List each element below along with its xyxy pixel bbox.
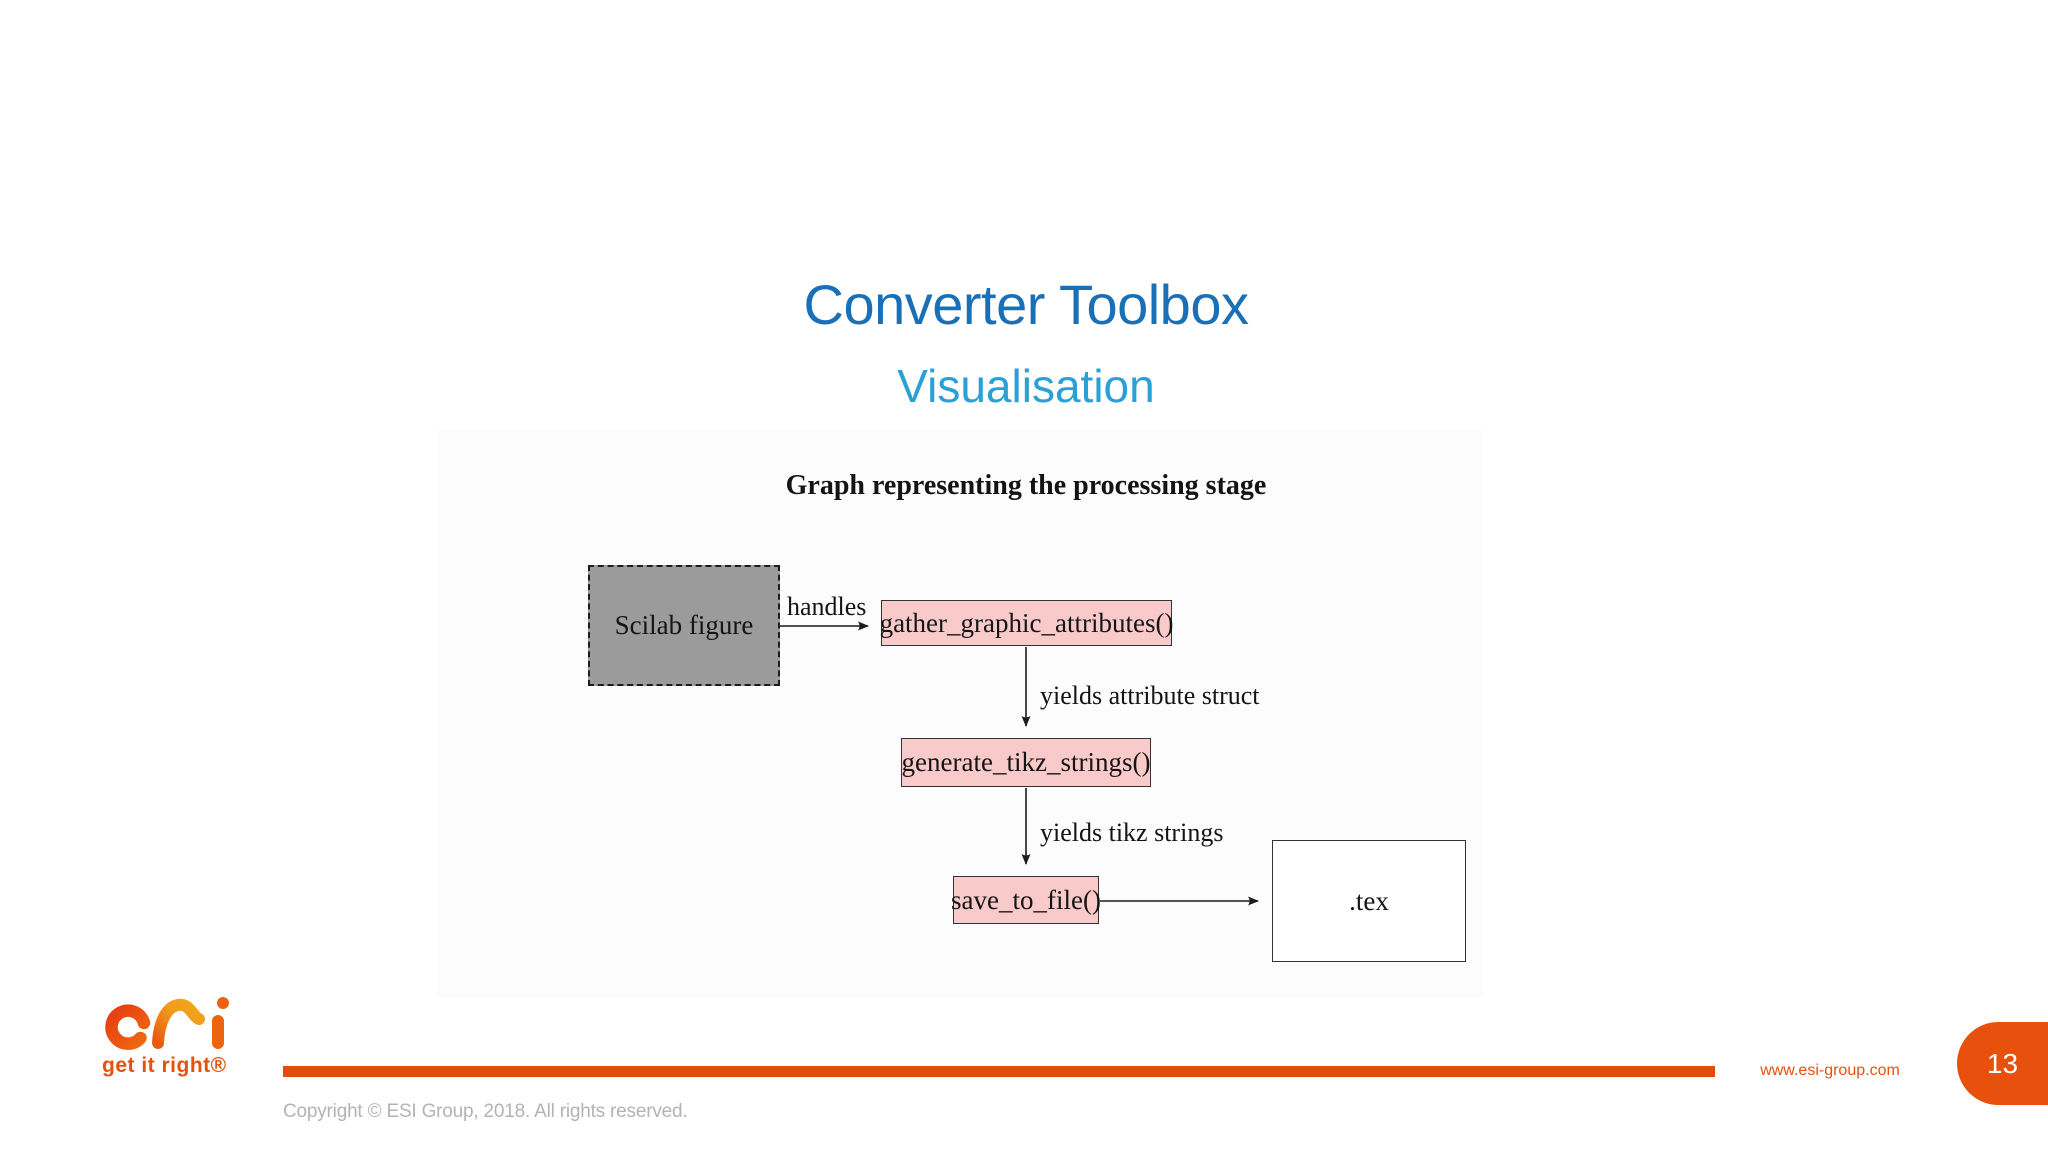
esi-logo-i-dot	[217, 997, 229, 1009]
node-generate-label: generate_tikz_strings()	[901, 747, 1151, 777]
slide-subtitle: Visualisation	[897, 360, 1155, 412]
logo-tagline: get it right®	[102, 1054, 227, 1077]
slide-title: Converter Toolbox	[803, 273, 1249, 336]
website-link[interactable]: www.esi-group.com	[1760, 1062, 1900, 1079]
page-number: 13	[1986, 1047, 2019, 1079]
node-save-label: save_to_file()	[951, 884, 1101, 915]
node-scilab-figure: Scilab figure	[588, 565, 780, 686]
copyright-text: Copyright © ESI Group, 2018. All rights …	[283, 1101, 688, 1122]
node-gather-graphic-attributes: gather_graphic_attributes()	[879, 600, 1174, 646]
node-tex-output: .tex	[1272, 840, 1466, 962]
edge-label-handles: handles	[787, 592, 867, 621]
esi-logo-s	[152, 998, 205, 1049]
diagram-heading: Graph representing the processing stage	[785, 470, 1267, 501]
node-save-to-file: save_to_file()	[951, 876, 1101, 924]
node-scilab-label: Scilab figure	[614, 610, 754, 640]
node-generate-tikz-strings: generate_tikz_strings()	[901, 738, 1151, 787]
node-gather-label: gather_graphic_attributes()	[879, 607, 1174, 638]
footer-divider-bar	[283, 1066, 1715, 1077]
esi-logo	[105, 997, 229, 1050]
node-tex-label: .tex	[1349, 885, 1389, 916]
page-number-badge: 13	[1957, 1022, 2048, 1105]
edge-label-yields-attribute-struct: yields attribute struct	[1040, 681, 1260, 710]
edge-label-yields-tikz-strings: yields tikz strings	[1040, 818, 1224, 847]
